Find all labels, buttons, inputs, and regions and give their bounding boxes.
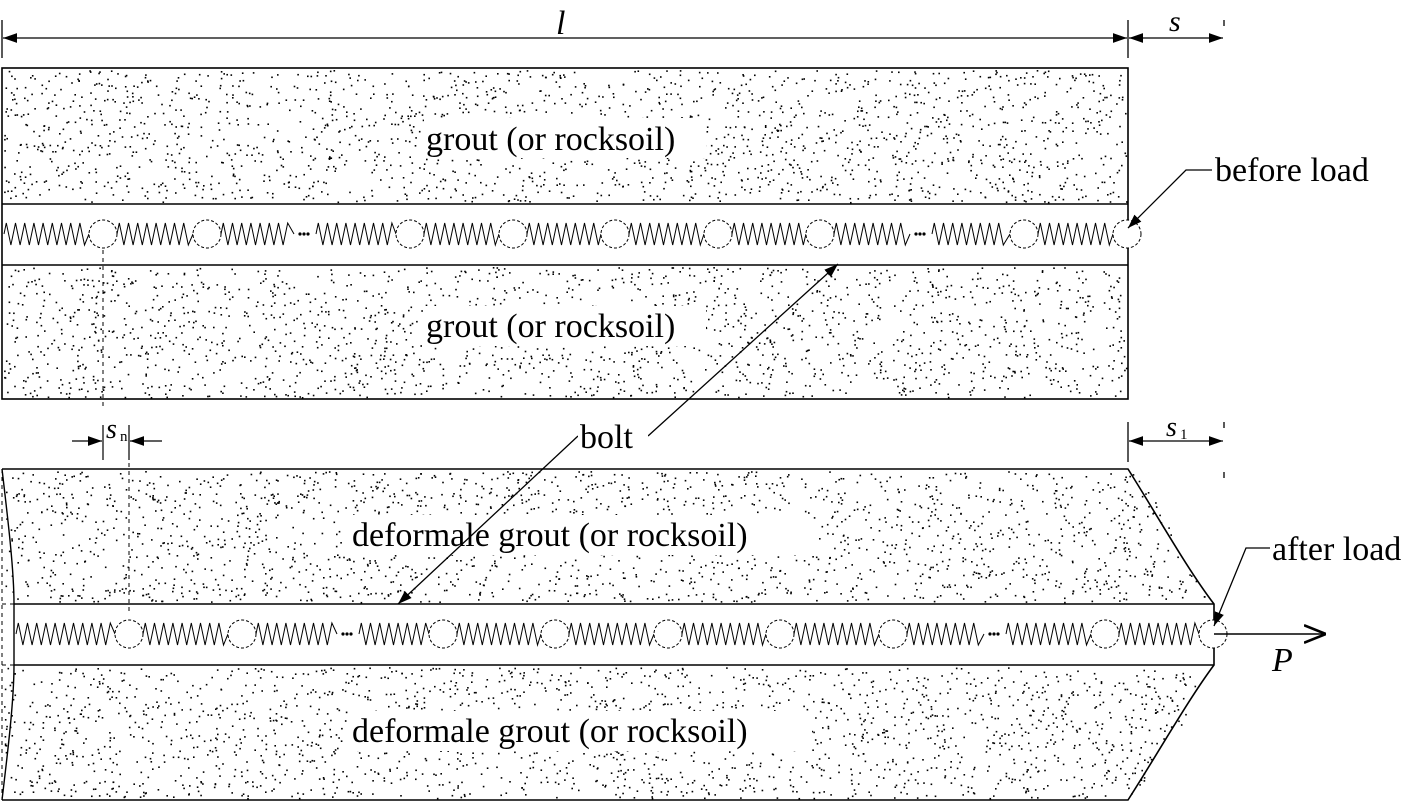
- after-load-label: after load: [1272, 531, 1401, 568]
- bottom-original-edge-dashed: [1, 469, 14, 800]
- displacement-label: s: [1169, 5, 1181, 38]
- sn-subscript: n: [120, 429, 128, 445]
- grout-label-top-upper: grout (or rocksoil): [426, 121, 675, 158]
- bolt-springs-after-load: [15, 619, 1228, 649]
- grout-label-bottom-upper: deformale grout (or rocksoil): [352, 517, 748, 554]
- dimension-top: [1, 20, 1225, 74]
- after-load-leader: [1213, 547, 1270, 627]
- grout-label-top-lower: grout (or rocksoil): [426, 308, 675, 345]
- s1-dimension: [1127, 422, 1225, 478]
- bolt-leaders: [397, 263, 839, 605]
- bottom-left-deformed-edge: [1, 468, 15, 801]
- sn-label: s: [106, 414, 117, 445]
- force-label: P: [1271, 642, 1293, 679]
- length-label: l: [556, 5, 565, 42]
- bottom-bolt-edges: [14, 603, 1214, 666]
- grout-label-bottom-lower: deformale grout (or rocksoil): [352, 713, 748, 750]
- bolt-label: bolt: [580, 419, 633, 456]
- before-load-leader: [1127, 169, 1212, 229]
- bolt-springs-before-load: [3, 219, 1142, 249]
- s1-label: s: [1166, 412, 1177, 443]
- s1-subscript: 1: [1180, 427, 1188, 443]
- before-load-label: before load: [1215, 152, 1369, 189]
